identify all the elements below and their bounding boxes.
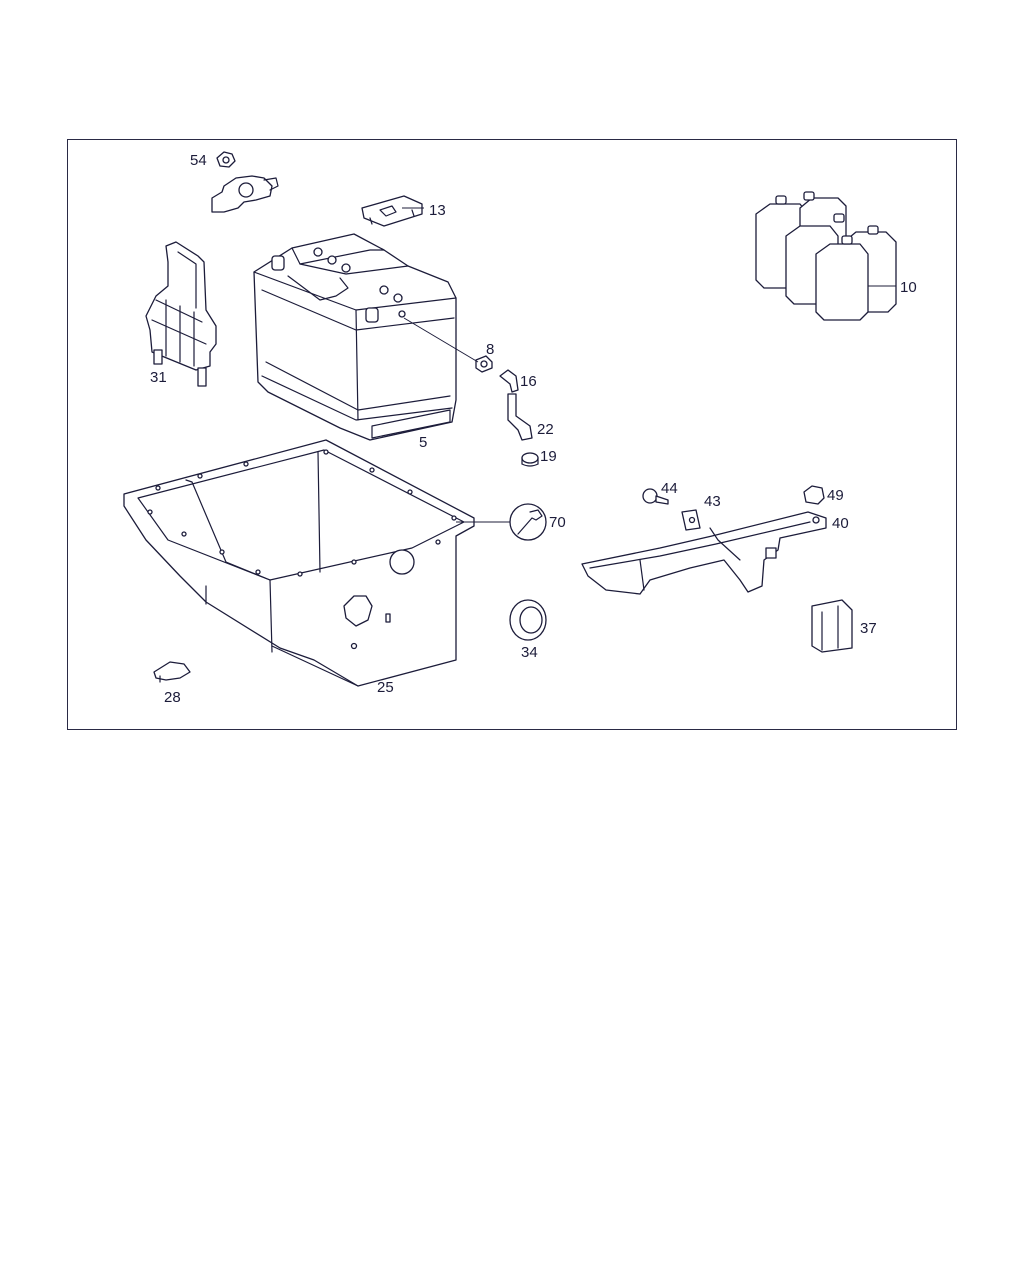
callout-54: 54: [190, 152, 207, 169]
callout-40: 40: [832, 515, 849, 532]
part-16-elbow: [499, 369, 519, 393]
part-28-clip: [153, 661, 191, 683]
callout-5: 5: [419, 434, 427, 451]
callout-37: 37: [860, 620, 877, 637]
part-22-hose: [507, 393, 533, 441]
leader-lines: [402, 207, 896, 523]
part-37-bracket-clip: [811, 599, 853, 653]
part-25-battery-tray: [123, 439, 475, 687]
diagram-frame: [67, 139, 957, 730]
part-31-bracket: [145, 241, 217, 387]
callout-25: 25: [377, 679, 394, 696]
callout-13: 13: [429, 202, 446, 219]
part-44-screw: [642, 488, 669, 505]
part-34-grommet-ring: [509, 599, 547, 641]
part-54-nut: [216, 151, 236, 168]
part-10-canisters: [755, 191, 897, 321]
callout-44: 44: [661, 480, 678, 497]
callout-22: 22: [537, 421, 554, 438]
callout-28: 28: [164, 689, 181, 706]
part-5-battery: [253, 233, 457, 441]
part-13-cover-plate: [361, 195, 423, 227]
callout-70: 70: [549, 514, 566, 531]
callout-34: 34: [521, 644, 538, 661]
part-49-nut: [803, 485, 825, 505]
part-terminal-clamp: [211, 175, 279, 213]
part-19-grommet: [521, 452, 539, 467]
part-40-support-frame: [581, 511, 827, 595]
callout-43: 43: [704, 493, 721, 510]
callout-10: 10: [900, 279, 917, 296]
callout-8: 8: [486, 341, 494, 358]
wrench-icon: [509, 503, 547, 541]
callout-31: 31: [150, 369, 167, 386]
callout-16: 16: [520, 373, 537, 390]
callout-49: 49: [827, 487, 844, 504]
part-43-speed-nut: [681, 509, 701, 531]
callout-19: 19: [540, 448, 557, 465]
part-8-plug: [475, 355, 493, 373]
